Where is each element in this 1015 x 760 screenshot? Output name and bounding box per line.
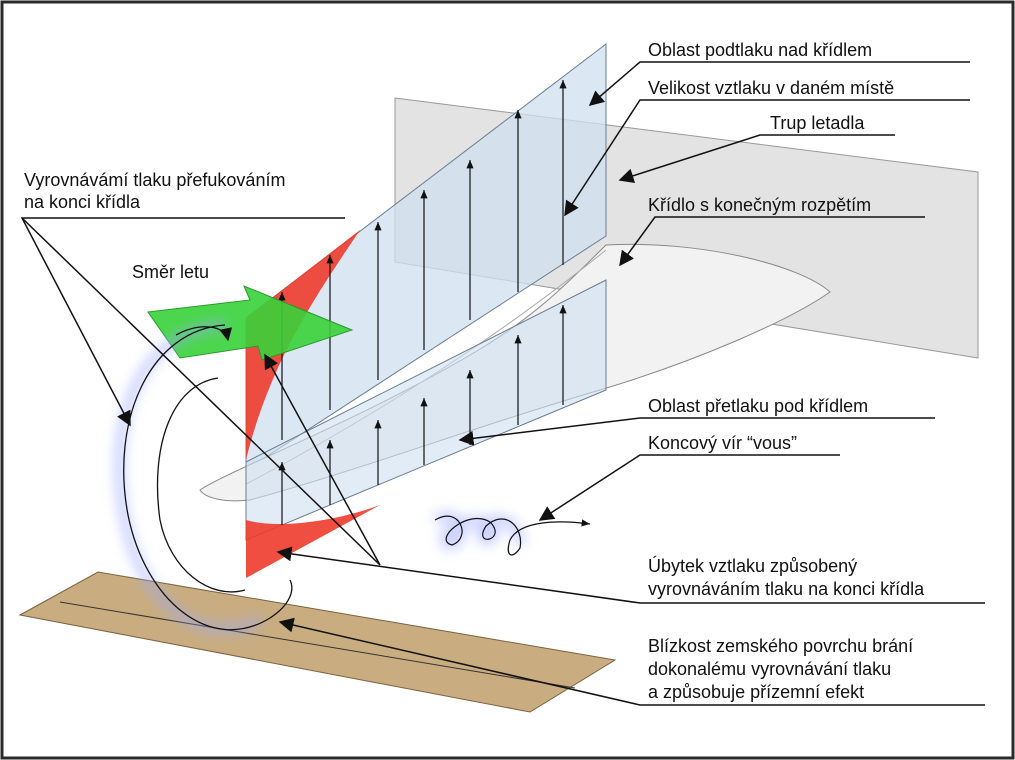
- label-flight-direction: Směr letu: [132, 262, 210, 282]
- ground-centerline: [59, 601, 576, 689]
- label-ground-effect-line1: Blízkost zemského povrchu brání: [648, 636, 914, 656]
- label-finite-wing: Křídlo s konečným rozpětím: [648, 195, 872, 215]
- ground-plane: [18, 571, 617, 713]
- overpressure-region-panel: [245, 279, 607, 541]
- label-pressure-equalization-line2: na konci křídla: [24, 192, 141, 212]
- tip-vortex-arrowhead: [175, 326, 233, 342]
- label-tip-vortex: Koncový vír “vous”: [648, 433, 798, 453]
- label-lift-loss-line2: vyrovnáváním tlaku na konci křídla: [648, 579, 925, 599]
- label-ground-effect-line3: a způsobuje přízemní efekt: [648, 682, 865, 702]
- trailing-vortex-coil: [434, 515, 591, 556]
- label-overpressure-region: Oblast přetlaku pod křídlem: [648, 396, 869, 416]
- label-ground-effect-line2: dokonalému vyrovnávání tlaku: [648, 659, 892, 679]
- label-lift-loss-line1: Úbytek vztlaku způsobený: [648, 556, 858, 576]
- label-pressure-equalization-line1: Vyrovnávámí tlaku přefukováním: [24, 170, 286, 190]
- tip-vortex-outer: [123, 324, 293, 631]
- label-fuselage: Trup letadla: [770, 113, 865, 133]
- label-suction-region: Oblast podtlaku nad křídlem: [648, 40, 873, 60]
- leader-lines: [20, 61, 985, 706]
- tip-vortex-inner: [156, 377, 246, 593]
- flight-direction-arrow: [147, 285, 354, 361]
- label-lift-magnitude: Velikost vztlaku v daném místě: [648, 78, 895, 98]
